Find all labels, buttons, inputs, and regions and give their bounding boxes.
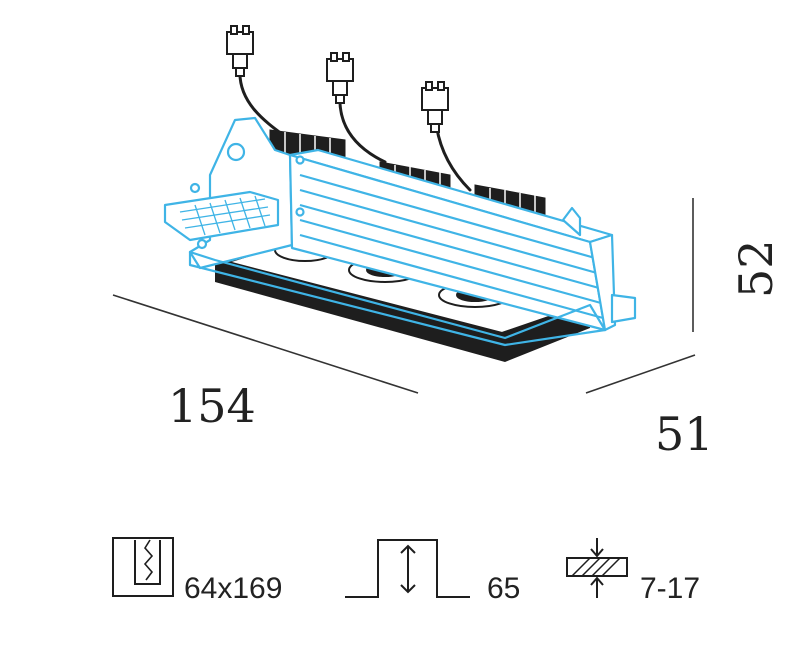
length-label: 154 — [168, 379, 256, 433]
dimension-lines — [112, 198, 696, 394]
right-bracket — [561, 206, 582, 237]
housing-frame — [163, 116, 637, 347]
ceiling-thickness-value: 7-17 — [640, 572, 700, 605]
right-end-plate — [588, 233, 617, 332]
connector-plugs — [226, 25, 449, 133]
bottom-flange — [188, 250, 607, 347]
recess-depth-icon — [345, 539, 470, 598]
clip-grid-lines — [179, 195, 271, 236]
connector-plug — [226, 25, 254, 77]
depth-label: 51 — [655, 407, 714, 461]
cutout-icon — [112, 537, 174, 597]
bracket-screw — [226, 142, 246, 162]
cutout-value: 64x169 — [184, 572, 282, 605]
length-dimension-line — [112, 294, 419, 394]
ceiling-thickness-icon — [566, 538, 628, 598]
recess-depth-value: 65 — [487, 572, 520, 605]
depth-dimension-line — [585, 354, 696, 394]
connector-plug — [326, 52, 354, 104]
connector-plug — [421, 81, 449, 133]
optic-block — [215, 232, 590, 362]
right-clip — [610, 293, 637, 324]
height-label: 52 — [729, 239, 783, 298]
